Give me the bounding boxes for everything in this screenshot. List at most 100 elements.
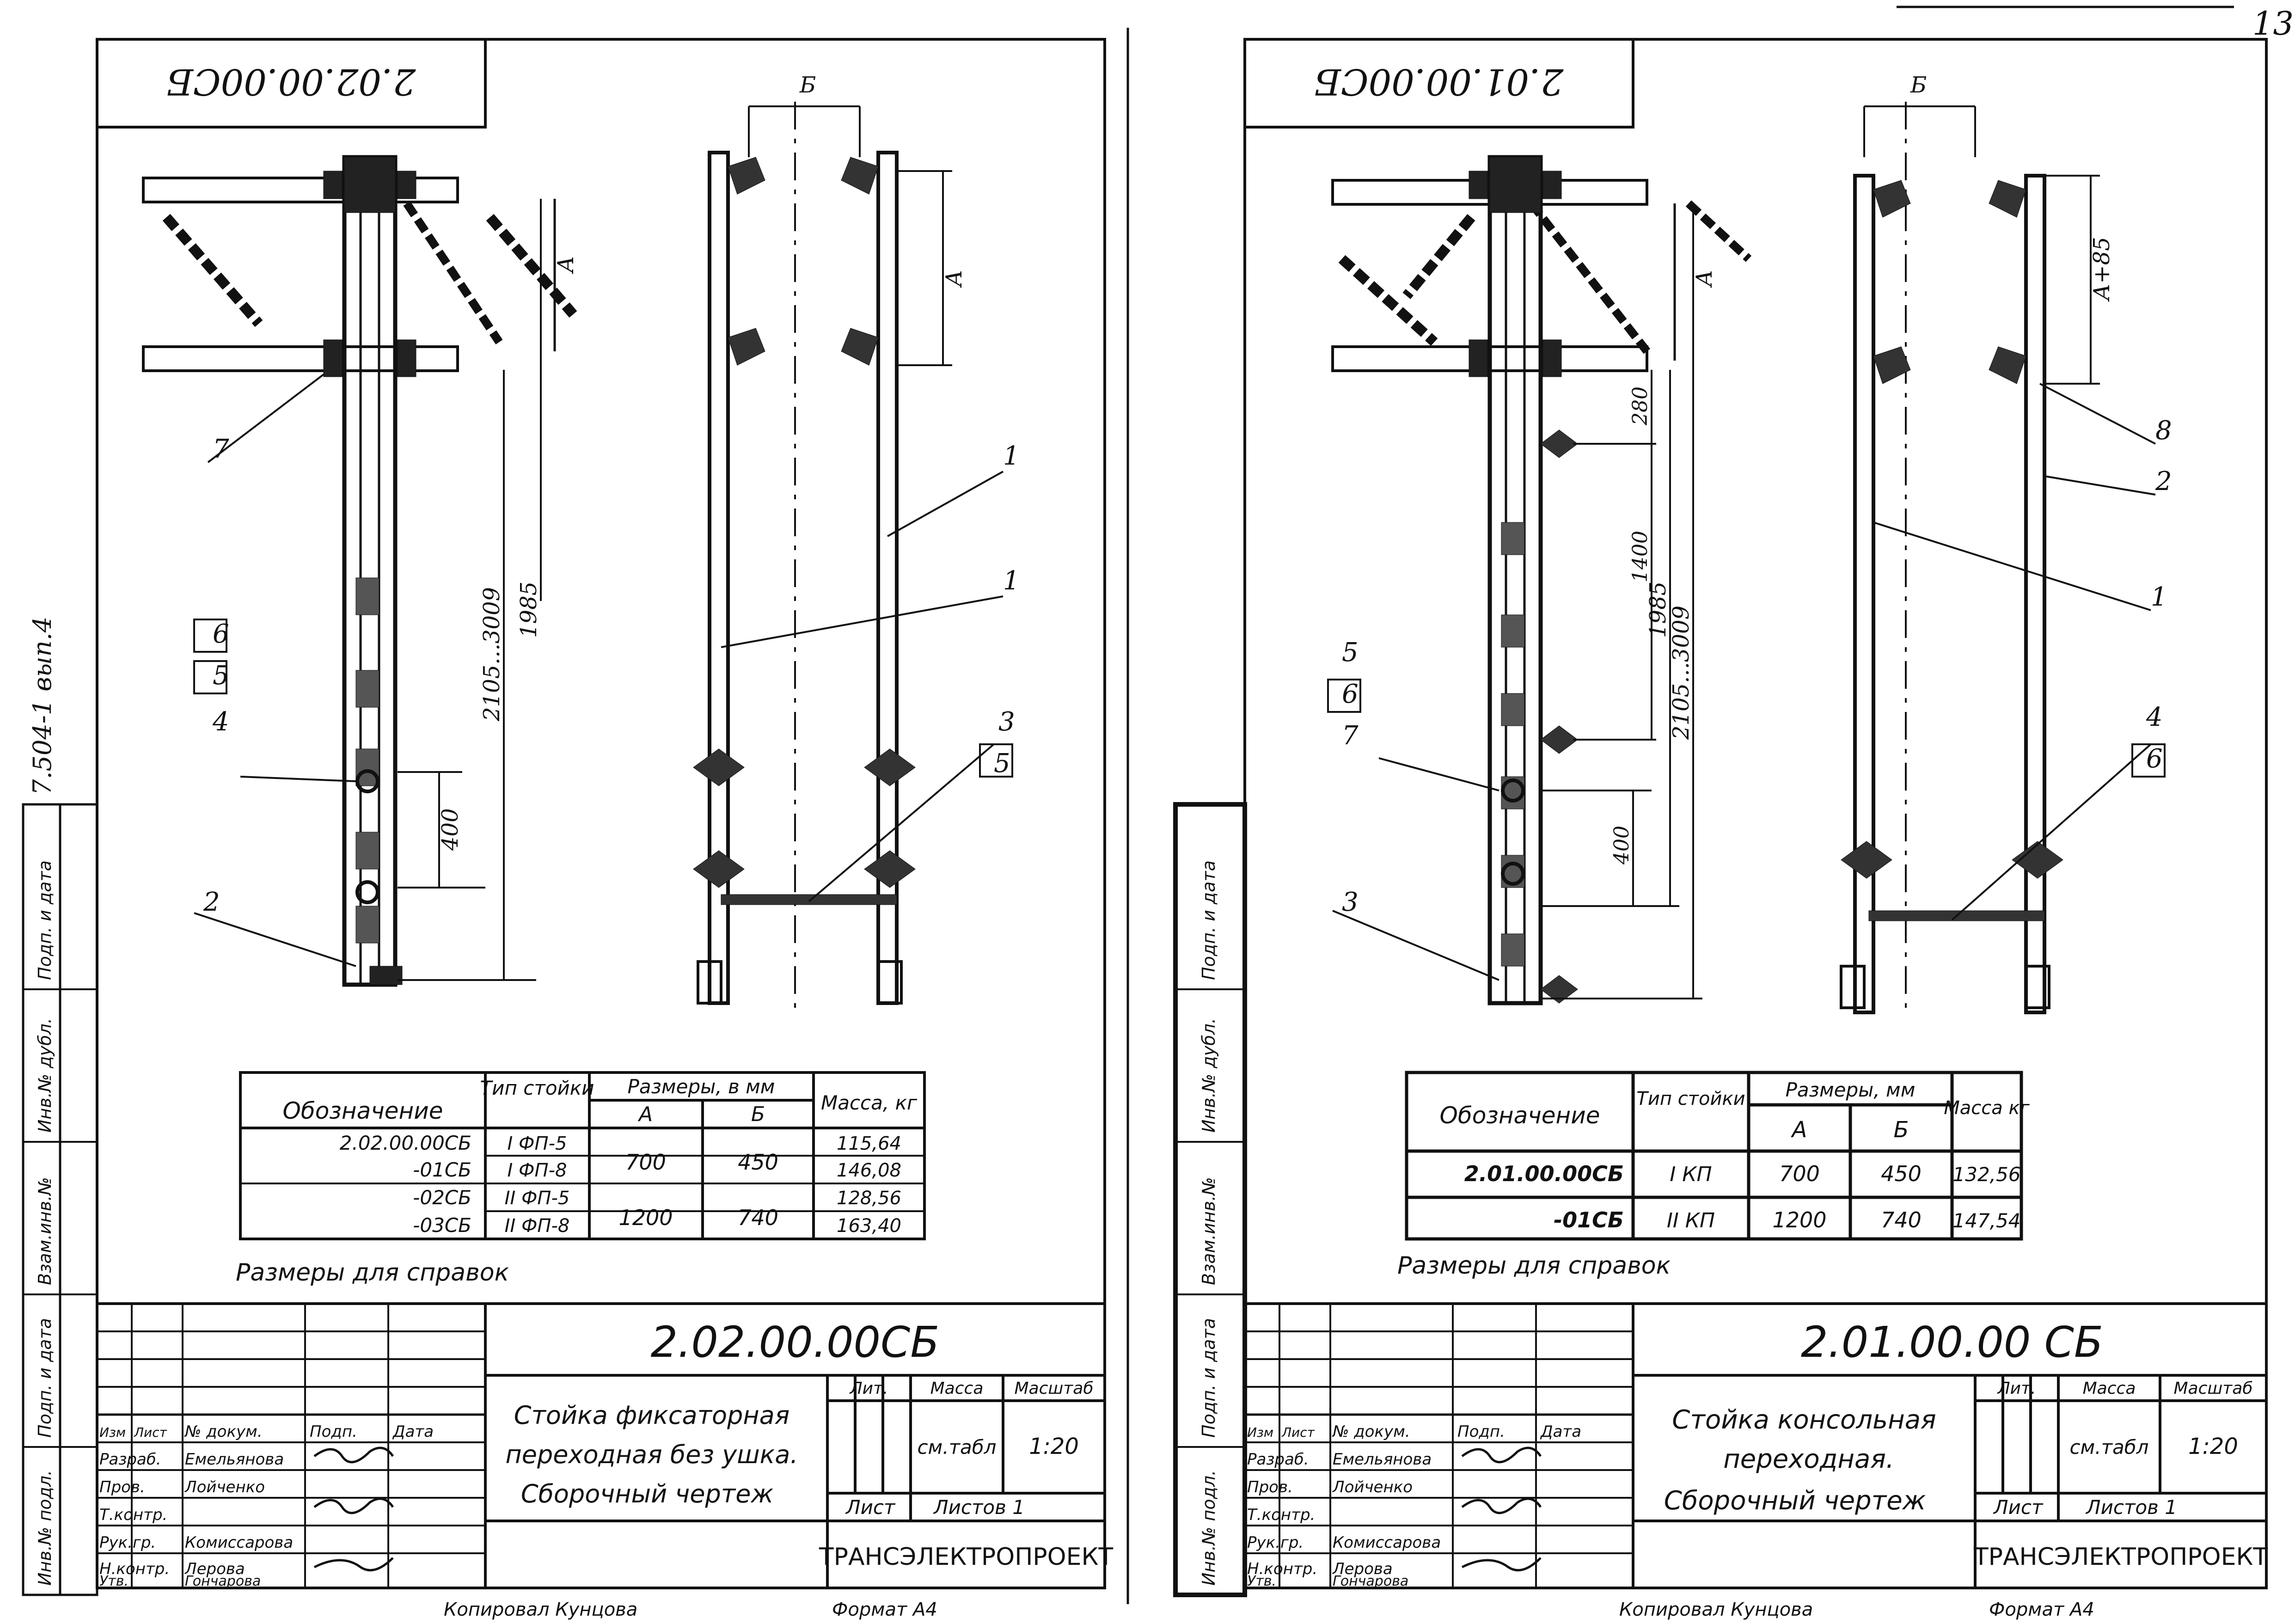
th-designation-r: Обозначение: [1440, 1102, 1600, 1129]
tb-r-scale-label: Масштаб: [2173, 1379, 2252, 1398]
dim-400-r: 400: [1610, 826, 1634, 865]
callout-r4: 4: [2146, 702, 2163, 732]
tb-scale-value: 1:20: [1029, 1434, 1079, 1459]
tb-mass: Масса: [930, 1379, 984, 1398]
sheet-right-svg: 13: [1173, 5, 2294, 1620]
th-type-r: Тип стойки: [1636, 1088, 1745, 1109]
tb-name-line1: Стойка фиксаторная: [514, 1401, 789, 1430]
r-row1-type: I КП: [1670, 1163, 1712, 1186]
dim-a-side: А: [553, 256, 579, 274]
th-b-r: Б: [1894, 1117, 1909, 1143]
front-view-drawing: [693, 102, 1004, 1008]
callout-r1: 1: [2151, 582, 2167, 612]
callout-1b: 1: [1003, 566, 1020, 596]
dim-b-r: Б: [1910, 72, 1927, 98]
note-text-r: Размеры для справок: [1397, 1252, 1671, 1280]
side-label-3: Взам.инв.№: [35, 1177, 55, 1285]
tb-scale-label: Масштаб: [1014, 1379, 1093, 1398]
callout-r3: 3: [1342, 887, 1359, 917]
dim-b: Б: [799, 72, 816, 98]
dim-280-r: 280: [1628, 386, 1652, 426]
r-row1-designation: 2.01.00.00СБ: [1464, 1161, 1624, 1186]
footer-format: Формат А4: [832, 1599, 937, 1620]
row3-type: II ФП-5: [505, 1188, 570, 1209]
tb-r-name-line3: Сборочный чертеж: [1664, 1486, 1926, 1516]
r-row2-a: 1200: [1772, 1207, 1826, 1232]
tb-r-name-5: Лерова: [1332, 1560, 1393, 1578]
tb-role-4: Рук.гр.: [99, 1533, 156, 1552]
tb-r-mass: Масса: [2083, 1379, 2136, 1398]
drawing-sheet-left: 2.02.00.00СБ 7.504-1 вып.4 Подп. и дата …: [0, 0, 1147, 1624]
r-row2-type: II КП: [1667, 1209, 1715, 1232]
row1-type: I ФП-5: [508, 1133, 567, 1154]
r-row1-a: 700: [1779, 1161, 1820, 1186]
tb-r-role-5: Н.контр.: [1247, 1560, 1317, 1578]
dim-a85-r: А+85: [2089, 237, 2115, 302]
group1-a: 700: [625, 1150, 666, 1175]
side-label-4: Подп. и дата: [35, 1318, 55, 1438]
tb-org: ТРАНСЭЛЕКТРОПРОЕКТ: [819, 1543, 1114, 1571]
note-text: Размеры для справок: [236, 1259, 509, 1287]
side-label-5: Инв.№ подл.: [35, 1470, 55, 1586]
group2-b: 740: [738, 1205, 778, 1230]
title-block-right: [1245, 1302, 2266, 1588]
side-view-drawing-right: [1331, 155, 1752, 1005]
th-mass-r: Масса кг: [1944, 1097, 2030, 1119]
tb-name-line3: Сборочный чертеж: [521, 1479, 774, 1508]
mirrored-stamp-text: 2.02.00.00СБ: [167, 61, 416, 102]
row2-type: I ФП-8: [508, 1160, 567, 1181]
tb-r-name-6: Гончарова: [1333, 1573, 1408, 1589]
tb-col-doc: № докум.: [184, 1422, 263, 1441]
callout-4: 4: [212, 707, 229, 737]
th-sizes: Размеры, в мм: [628, 1075, 775, 1098]
tb-r-lit: Лит.: [1997, 1379, 2036, 1398]
callout-r6b: 6: [2146, 744, 2163, 774]
callout-r7: 7: [1342, 721, 1359, 751]
tb-sheets: Листов 1: [933, 1496, 1025, 1519]
tb-r-name-4: Комиссарова: [1333, 1533, 1441, 1552]
callout-r5: 5: [1342, 637, 1359, 668]
callout-3: 3: [998, 707, 1015, 737]
r-row1-mass: 132,56: [1953, 1163, 2021, 1186]
dim-400: 400: [437, 808, 463, 851]
tb-r-name-2: Лойченко: [1332, 1478, 1413, 1496]
page-number: 13: [2252, 5, 2294, 43]
side-view-drawing: [142, 155, 577, 987]
dim-1985: 1985: [516, 582, 542, 638]
tb-r-col-izm: Изм: [1247, 1425, 1273, 1440]
side-label-1: Подп. и дата: [35, 860, 55, 980]
callout-r8: 8: [2155, 416, 2172, 446]
doc-number: 2.02.00.00СБ: [651, 1318, 940, 1367]
tb-r-role-1: Разраб.: [1247, 1450, 1309, 1469]
tb-role-5: Н.контр.: [99, 1560, 170, 1578]
row4-mass: 163,40: [837, 1215, 901, 1237]
tb-name-4: Комиссарова: [185, 1533, 293, 1552]
tb-r-col-doc: № докум.: [1332, 1422, 1410, 1441]
tb-role-3: Т.контр.: [99, 1506, 167, 1524]
dim-1400-r: 1400: [1628, 531, 1652, 582]
tb-r-scale-value: 1:20: [2188, 1434, 2238, 1459]
callout-5b: 5: [994, 748, 1010, 778]
tb-col-date: Дата: [392, 1422, 434, 1441]
side-label-r4: Подп. и дата: [1199, 1318, 1219, 1438]
tb-sheet: Лист: [845, 1496, 896, 1519]
row4-designation: -03СБ: [413, 1214, 471, 1237]
r-row2-designation: -01СБ: [1554, 1207, 1624, 1232]
r-row2-mass: 147,54: [1953, 1209, 2021, 1232]
th-a: А: [637, 1103, 653, 1126]
callout-2: 2: [203, 887, 220, 917]
dim-2105: 2105...3009: [479, 587, 505, 722]
tb-r-col-sign: Подп.: [1457, 1422, 1505, 1441]
tb-role-1: Разраб.: [99, 1450, 161, 1469]
tb-col-izm: Изм: [99, 1425, 126, 1440]
tb-r-name-line1: Стойка консольная: [1672, 1405, 1936, 1435]
callout-1a: 1: [1003, 441, 1020, 471]
mirrored-stamp-text-right: 2.01.00.00СБ: [1315, 61, 1564, 102]
tb-mass-value: см.табл: [917, 1436, 996, 1459]
row2-designation: -01СБ: [413, 1158, 471, 1181]
row3-mass: 128,56: [837, 1188, 901, 1209]
tb-lit: Лит.: [849, 1379, 888, 1398]
tb-r-sheet: Лист: [1993, 1496, 2044, 1519]
tb-r-col-date: Дата: [1540, 1422, 1581, 1441]
row1-designation: 2.02.00.00СБ: [340, 1132, 471, 1154]
